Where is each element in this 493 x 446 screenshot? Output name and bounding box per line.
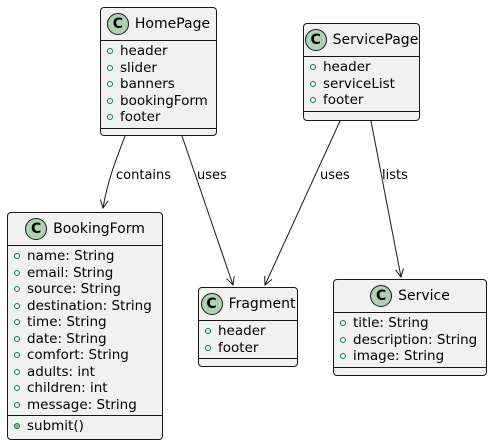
public-visibility-icon: [14, 335, 20, 342]
field: time: String: [14, 314, 162, 331]
public-visibility-icon: [14, 401, 20, 408]
public-visibility-icon: [107, 64, 113, 71]
class-servicepage[interactable]: C ServicePage header serviceList footer: [303, 23, 420, 121]
class-header: C Service: [334, 280, 486, 312]
field: date: String: [14, 331, 162, 348]
class-name: BookingForm: [53, 221, 145, 237]
class-name: Fragment: [228, 296, 296, 312]
field: adults: int: [14, 364, 162, 381]
public-visibility-icon: [340, 353, 346, 360]
field: footer: [310, 92, 419, 109]
edge-servicepage-service: [370, 120, 401, 277]
public-visibility-icon: [107, 48, 113, 55]
edge-homepage-bookingform: [103, 135, 126, 208]
field: destination: String: [14, 298, 162, 315]
edge-servicepage-fragment: [265, 120, 341, 285]
field: banners: [107, 76, 216, 93]
field: email: String: [14, 265, 162, 282]
class-stereotype-icon: C: [200, 293, 223, 315]
field-list: header footer: [199, 320, 297, 358]
public-visibility-icon: [310, 80, 316, 87]
class-stereotype-icon: C: [370, 285, 393, 307]
public-visibility-icon: [205, 344, 211, 351]
public-visibility-icon: [14, 319, 20, 326]
method-section: [101, 127, 216, 137]
field: name: String: [14, 248, 162, 265]
field: header: [205, 323, 297, 340]
public-visibility-icon: [14, 286, 20, 293]
field: source: String: [14, 281, 162, 298]
public-visibility-icon: [310, 97, 316, 104]
field-list: name: String email: String source: Strin…: [8, 245, 162, 415]
field: message: String: [14, 397, 162, 414]
field: footer: [205, 340, 297, 357]
field: slider: [107, 60, 216, 77]
method-list: submit(): [8, 415, 162, 437]
edge-label-lists: lists: [382, 168, 408, 183]
public-visibility-icon: [205, 328, 211, 335]
class-name: ServicePage: [332, 32, 419, 48]
field-list: header serviceList footer: [304, 56, 419, 111]
field: serviceList: [310, 76, 419, 93]
field: header: [310, 59, 419, 76]
public-visibility-icon: [14, 302, 20, 309]
public-visibility-icon: [14, 352, 20, 359]
edge-label-uses-servicepage: uses: [320, 168, 350, 183]
field: children: int: [14, 380, 162, 397]
field: comfort: String: [14, 347, 162, 364]
method-section: [304, 110, 419, 120]
public-visibility-icon: [107, 81, 113, 88]
field: description: String: [340, 332, 486, 349]
edge-homepage-fragment: [181, 135, 233, 285]
method: submit(): [14, 418, 162, 435]
public-visibility-icon: [107, 97, 113, 104]
public-visibility-icon: [107, 114, 113, 121]
field: bookingForm: [107, 93, 216, 110]
field-list: title: String description: String image:…: [334, 312, 486, 367]
edge-label-contains: contains: [116, 168, 172, 183]
field: footer: [107, 109, 216, 126]
class-bookingform[interactable]: C BookingForm name: String email: String…: [7, 212, 163, 440]
public-visibility-icon: [14, 269, 20, 276]
field: title: String: [340, 315, 486, 332]
field: header: [107, 43, 216, 60]
public-visibility-icon: [14, 368, 20, 375]
class-header: C HomePage: [101, 8, 216, 40]
public-visibility-icon: [340, 320, 346, 327]
class-homepage[interactable]: C HomePage header slider banners booking…: [100, 7, 217, 136]
class-header: C Fragment: [199, 288, 297, 320]
field-list: header slider banners bookingForm footer: [101, 40, 216, 128]
edge-label-uses-homepage: uses: [197, 168, 227, 183]
class-header: C ServicePage: [304, 24, 419, 56]
method-section: [199, 358, 297, 367]
class-name: Service: [398, 288, 450, 304]
class-header: C BookingForm: [8, 213, 162, 245]
public-method-icon: [14, 423, 20, 430]
public-visibility-icon: [14, 385, 20, 392]
class-service[interactable]: C Service title: String description: Str…: [333, 279, 487, 376]
class-fragment[interactable]: C Fragment header footer: [198, 287, 298, 367]
class-stereotype-icon: C: [304, 29, 327, 51]
public-visibility-icon: [14, 253, 20, 260]
method-section: [334, 366, 486, 376]
public-visibility-icon: [310, 64, 316, 71]
public-visibility-icon: [340, 336, 346, 343]
class-stereotype-icon: C: [106, 13, 129, 35]
class-name: HomePage: [134, 16, 211, 32]
class-stereotype-icon: C: [25, 218, 48, 240]
field: image: String: [340, 348, 486, 365]
